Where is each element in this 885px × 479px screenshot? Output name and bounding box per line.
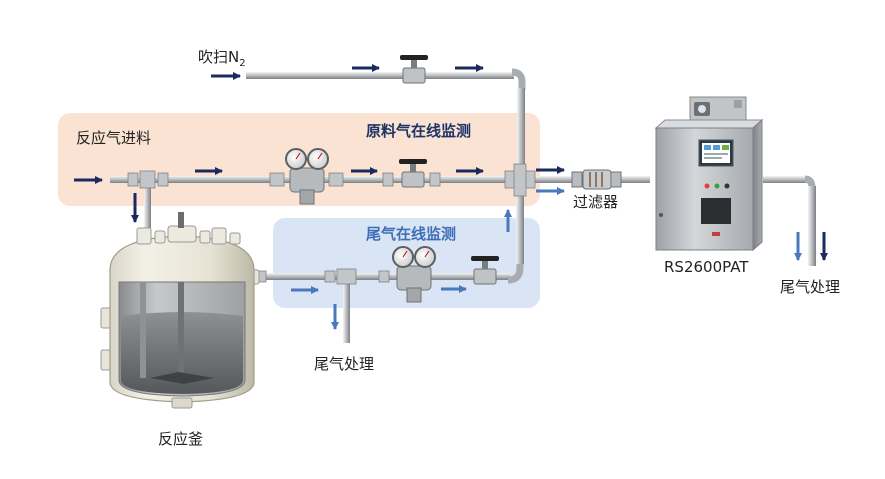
flow-arrows-blue bbox=[291, 187, 802, 330]
valve-tail bbox=[471, 256, 499, 285]
purge-pipeline bbox=[246, 68, 526, 176]
regulator-tail bbox=[392, 246, 436, 303]
reactor-label: 反应釜 bbox=[158, 430, 204, 448]
reaction-gas-inlet-label: 反应气进料 bbox=[76, 129, 152, 147]
exhaust-pipe bbox=[763, 175, 816, 266]
reactor-vessel bbox=[100, 212, 260, 409]
valve-feed bbox=[399, 159, 427, 188]
tail-gas-monitoring-title: 尾气在线监测 bbox=[366, 225, 457, 243]
feed-pipeline bbox=[110, 176, 650, 183]
reactor-inlet-pipe bbox=[144, 180, 151, 228]
analyzer-label: RS2600PAT bbox=[664, 258, 749, 276]
feed-gas-monitoring-title: 原料气在线监测 bbox=[366, 122, 472, 140]
filter-unit bbox=[571, 169, 622, 190]
purge-n2-label: 吹扫N2 bbox=[198, 48, 246, 69]
filter-label: 过滤器 bbox=[573, 193, 619, 211]
valve-purge bbox=[400, 55, 428, 84]
flow-arrows-dark bbox=[74, 64, 828, 261]
tail-gas-treatment-bottom-label: 尾气处理 bbox=[314, 355, 375, 373]
tail-gas-treatment-right-label: 尾气处理 bbox=[780, 278, 841, 296]
regulator-feed bbox=[285, 148, 329, 205]
analyzer-cabinet bbox=[654, 96, 764, 252]
